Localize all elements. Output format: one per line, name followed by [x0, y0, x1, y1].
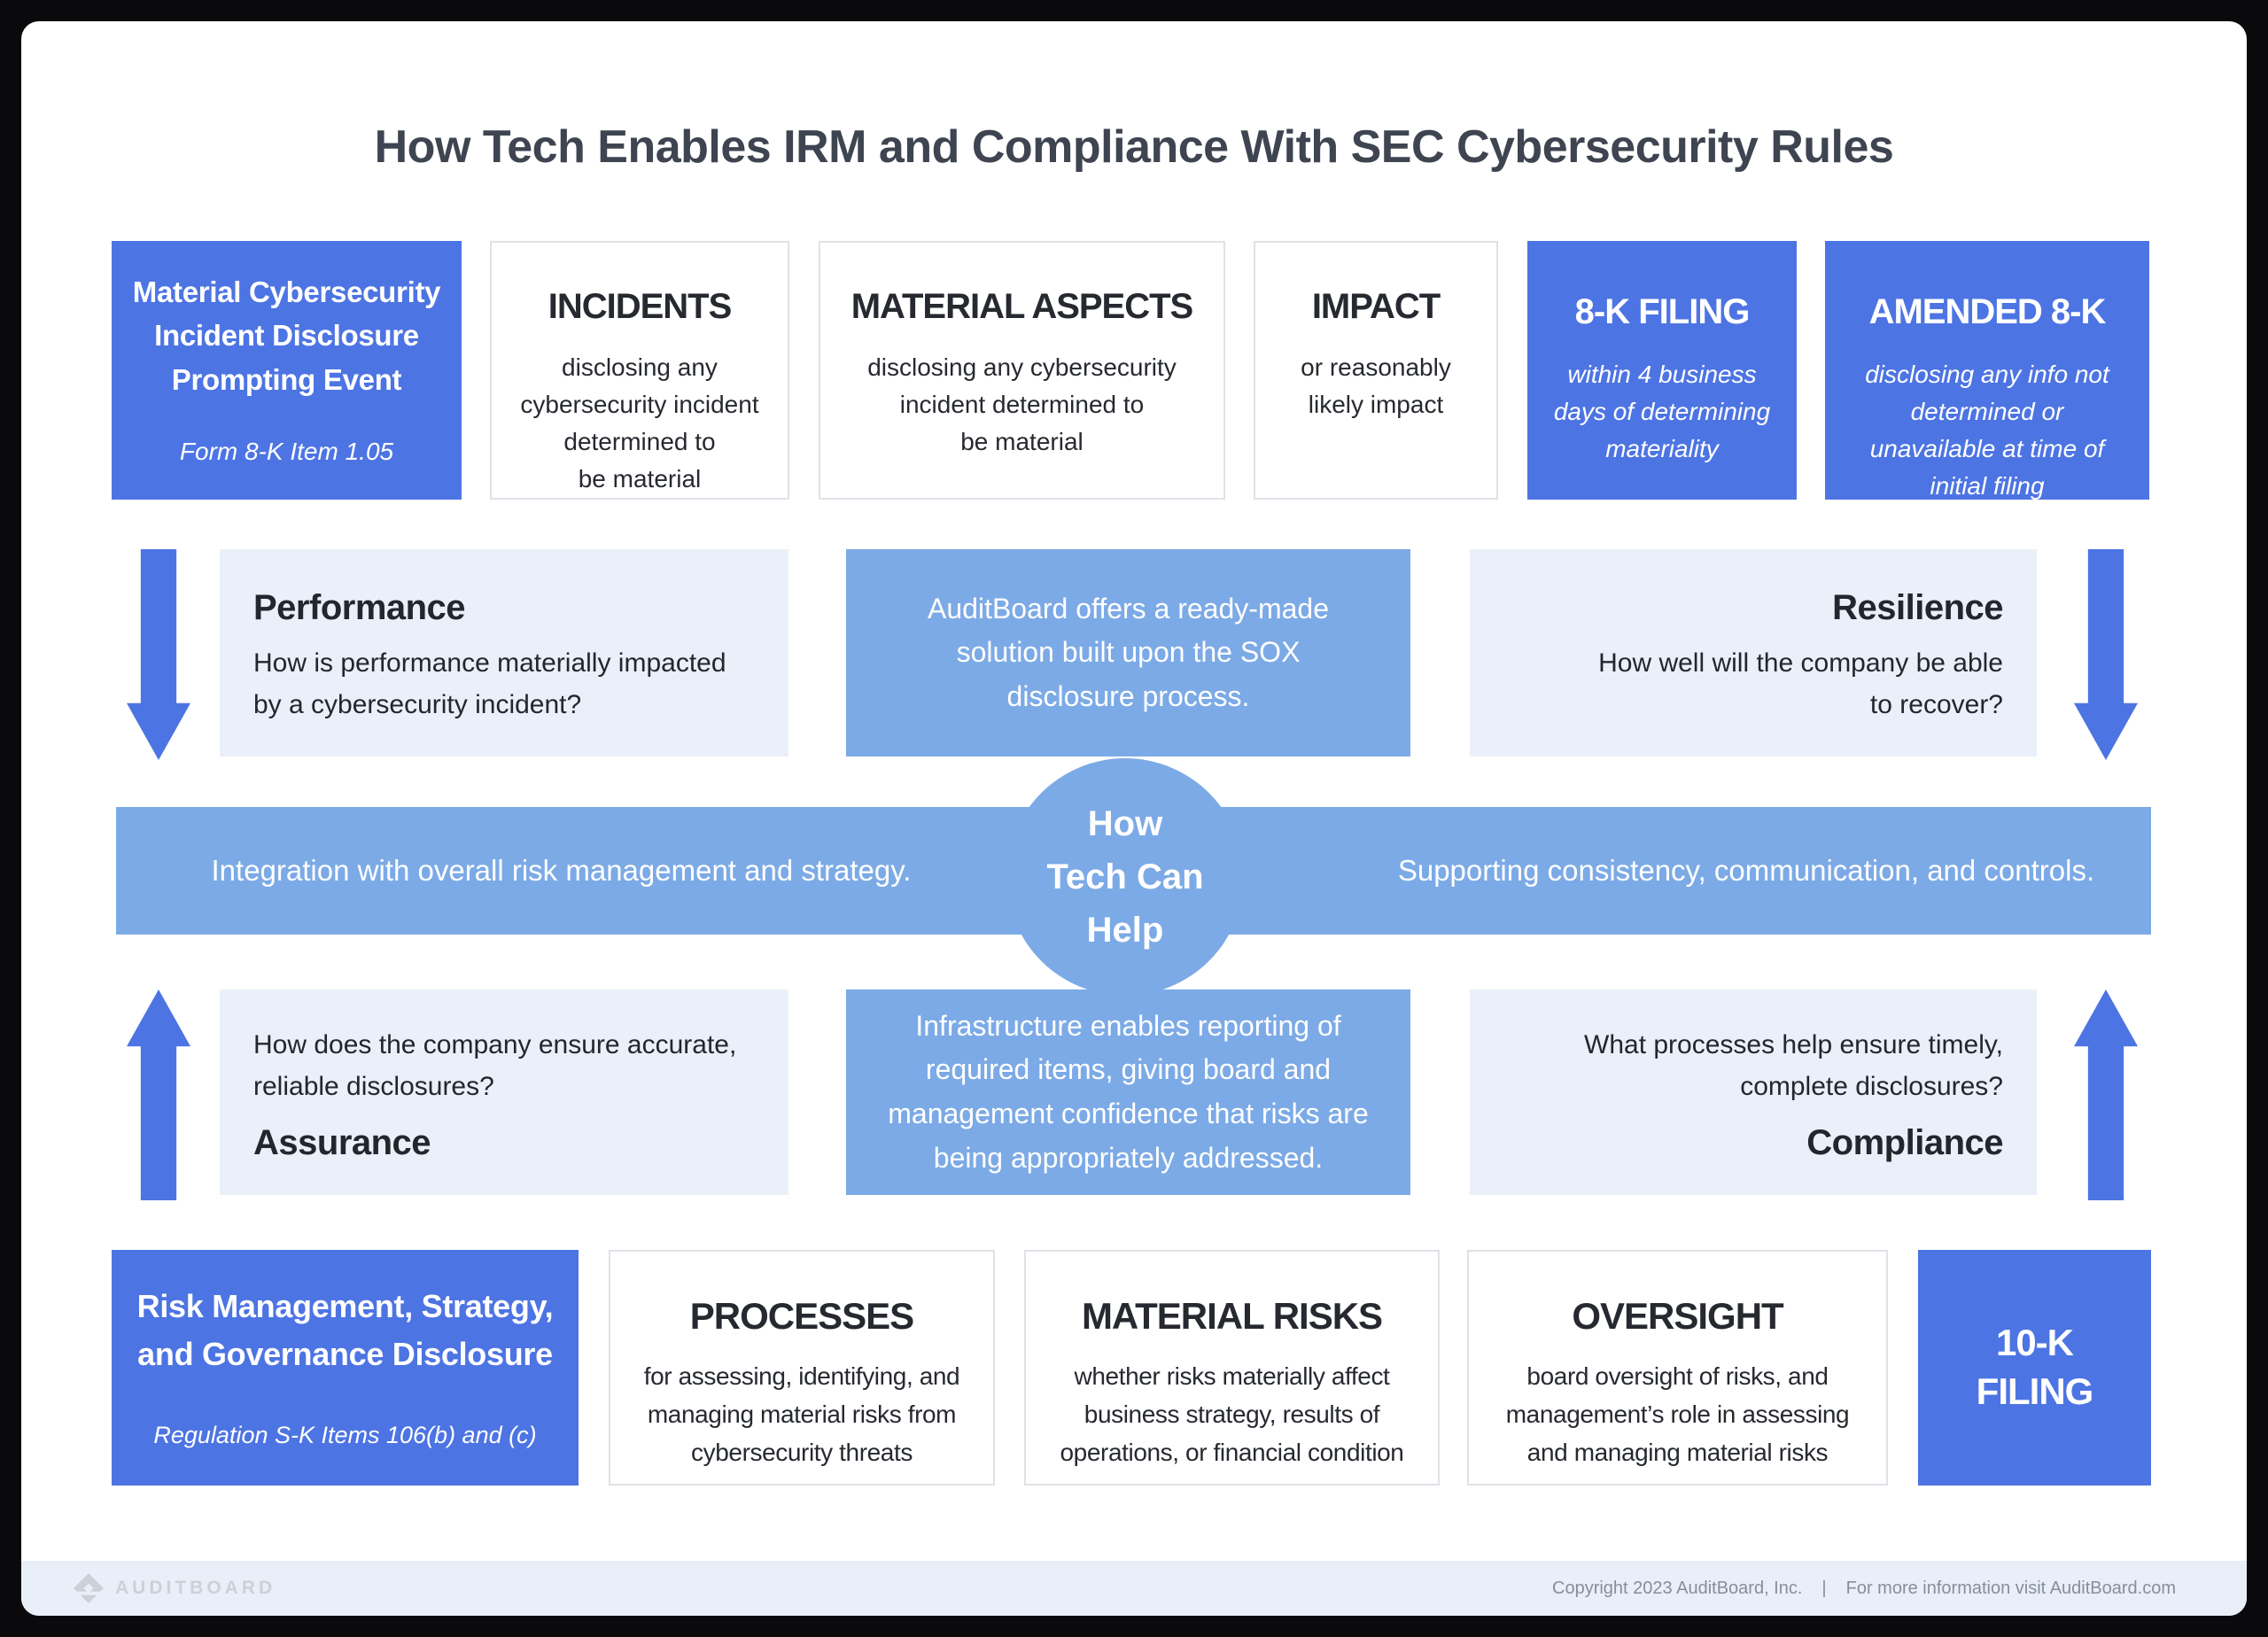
8k-filing-body: within 4 business days of determining ma…: [1553, 361, 1771, 462]
how-tech-can-help-circle: How Tech Can Help: [1006, 758, 1244, 996]
infographic-card: How Tech Enables IRM and Compliance With…: [21, 21, 2247, 1616]
oversight-body: board oversight of risks, and management…: [1505, 1362, 1850, 1467]
resilience-title: Resilience: [1832, 588, 2003, 627]
circle-line-3: Help: [1086, 911, 1164, 950]
material-risks-title: MATERIAL RISKS: [1081, 1295, 1383, 1337]
down-arrow-right-icon: [2074, 549, 2138, 760]
callout-auditboard-solution: AuditBoard offers a ready-made solution …: [846, 549, 1410, 756]
oversight-title: OVERSIGHT: [1572, 1295, 1783, 1337]
governance-subtitle: Regulation S-K Items 106(b) and (c): [153, 1421, 537, 1448]
footer-copyright: Copyright 2023 AuditBoard, Inc. | For mo…: [1552, 1579, 2176, 1599]
footer-info-text: For more information visit AuditBoard.co…: [1845, 1578, 2176, 1598]
material-aspects-body: disclosing any cybersecurity incident de…: [867, 353, 1177, 455]
box-oversight: OVERSIGHT board oversight of risks, and …: [1467, 1250, 1888, 1486]
box-resilience: Resilience How well will the company be …: [1470, 549, 2037, 756]
assurance-body: How does the company ensure accurate, re…: [253, 1030, 737, 1101]
material-risks-body: whether risks materially affect business…: [1060, 1362, 1404, 1467]
box-amended-8k: AMENDED 8-K disclosing any info not dete…: [1825, 241, 2149, 500]
amended-8k-body: disclosing any info not determined or un…: [1865, 361, 2109, 500]
box-material-risks: MATERIAL RISKS whether risks materially …: [1024, 1250, 1440, 1486]
box-governance-disclosure: Risk Management, Strategy, and Governanc…: [112, 1250, 579, 1486]
callout-infrastructure: Infrastructure enables reporting of requ…: [846, 989, 1410, 1195]
performance-body: How is performance materially impacted b…: [253, 648, 726, 719]
prompting-event-title: Material Cybersecurity Incident Disclosu…: [132, 275, 441, 396]
assurance-title: Assurance: [253, 1123, 431, 1162]
up-arrow-right-icon: [2074, 989, 2138, 1200]
box-assurance: How does the company ensure accurate, re…: [220, 989, 788, 1195]
impact-title: IMPACT: [1311, 287, 1441, 326]
box-material-aspects: MATERIAL ASPECTS disclosing any cybersec…: [819, 241, 1225, 500]
footer-separator: |: [1821, 1578, 1827, 1598]
resilience-body: How well will the company be able to rec…: [1598, 648, 2003, 719]
amended-8k-title: AMENDED 8-K: [1868, 292, 2107, 331]
down-arrow-left-icon: [127, 549, 190, 760]
material-aspects-title: MATERIAL ASPECTS: [850, 287, 1194, 326]
incidents-title: INCIDENTS: [548, 287, 733, 326]
processes-title: PROCESSES: [689, 1295, 914, 1337]
8k-filing-title: 8-K FILING: [1574, 292, 1751, 331]
box-prompting-event: Material Cybersecurity Incident Disclosu…: [112, 241, 462, 500]
band-left-text: Integration with overall risk management…: [211, 854, 912, 887]
impact-body: or reasonably likely impact: [1301, 353, 1451, 418]
auditboard-logo-text: AUDITBOARD: [115, 1578, 276, 1598]
copyright-text: Copyright 2023 AuditBoard, Inc.: [1552, 1578, 1803, 1598]
governance-title: Risk Management, Strategy, and Governanc…: [136, 1287, 554, 1372]
10k-filing-title: 10-K FILING: [1976, 1322, 2094, 1412]
box-10k-filing: 10-K FILING: [1918, 1250, 2151, 1486]
box-processes: PROCESSES for assessing, identifying, an…: [609, 1250, 995, 1486]
band-right-text: Supporting consistency, communication, a…: [1397, 854, 2095, 887]
box-impact: IMPACT or reasonably likely impact: [1254, 241, 1498, 500]
infrastructure-text: Infrastructure enables reporting of requ…: [888, 1009, 1369, 1174]
box-performance: Performance How is performance materiall…: [220, 549, 788, 756]
circle-line-2: Tech Can: [1046, 857, 1204, 896]
compliance-title: Compliance: [1806, 1123, 2003, 1162]
footer-bar: AUDITBOARD Copyright 2023 AuditBoard, In…: [21, 1561, 2247, 1616]
incidents-body: disclosing any cybersecurity incident de…: [520, 353, 759, 493]
performance-title: Performance: [253, 588, 466, 627]
auditboard-logo: AUDITBOARD: [74, 1573, 276, 1603]
box-incidents: INCIDENTS disclosing any cybersecurity i…: [490, 241, 789, 500]
box-8k-filing: 8-K FILING within 4 business days of det…: [1527, 241, 1797, 500]
page-title: How Tech Enables IRM and Compliance With…: [374, 121, 1894, 173]
up-arrow-left-icon: [127, 989, 190, 1200]
circle-line-1: How: [1087, 804, 1163, 843]
processes-body: for assessing, identifying, and managing…: [643, 1362, 960, 1467]
prompting-event-subtitle: Form 8-K Item 1.05: [179, 438, 394, 466]
compliance-body: What processes help ensure timely, compl…: [1584, 1030, 2003, 1101]
box-compliance: What processes help ensure timely, compl…: [1470, 989, 2037, 1195]
auditboard-solution-text: AuditBoard offers a ready-made solution …: [928, 592, 1329, 712]
auditboard-logo-icon: [74, 1573, 104, 1603]
